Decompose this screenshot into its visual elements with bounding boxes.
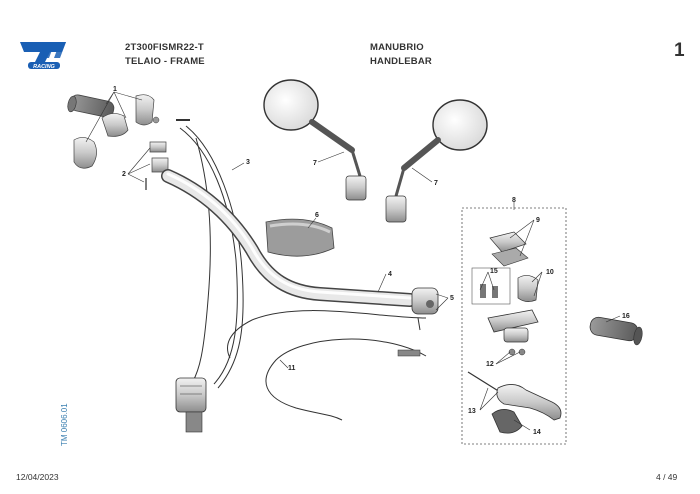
callout-16: 16 [622, 313, 630, 320]
brand-logo: RACING [14, 38, 68, 72]
throttle-cables [176, 119, 244, 389]
throttle-grip-assembly [67, 94, 160, 169]
callout-11: 11 [288, 365, 296, 372]
callout-6: 6 [315, 212, 319, 219]
section-title-en: HANDLEBAR [370, 56, 432, 67]
clutch-lever [467, 371, 562, 434]
cable-connector [175, 377, 207, 433]
callout-10: 10 [546, 269, 554, 276]
callout-7-right: 7 [434, 180, 438, 187]
clutch-master-cylinder [471, 231, 539, 356]
footer-pagination: 4 / 49 [656, 472, 678, 482]
callout-7-left: 7 [313, 160, 317, 167]
clutch-cable [227, 310, 427, 421]
handlebar-clamps [145, 141, 169, 190]
callout-8: 8 [512, 197, 516, 204]
left-mirror [263, 79, 367, 201]
right-mirror [385, 99, 488, 223]
callout-1: 1 [113, 86, 117, 93]
callout-12: 12 [486, 361, 494, 368]
callout-4: 4 [388, 271, 392, 278]
handlebar-pad [265, 218, 335, 257]
section-title-it: MANUBRIO [370, 42, 424, 53]
callout-13: 13 [468, 408, 476, 415]
page-number: 1 [674, 40, 685, 61]
callout-leader-lines [85, 91, 621, 431]
handlebar-tube [161, 169, 417, 307]
callout-14: 14 [533, 429, 541, 436]
logo-subtext: RACING [33, 64, 55, 70]
engine-stop-switch [411, 287, 439, 331]
footer-date: 12/04/2023 [16, 472, 59, 482]
model-code: 2T300FISMR22-T [125, 42, 204, 53]
clutch-side-grip [589, 316, 643, 346]
callout-3: 3 [246, 159, 250, 166]
callout-15: 15 [490, 268, 498, 275]
callout-9: 9 [536, 217, 540, 224]
callout-2: 2 [122, 171, 126, 178]
section-frame-label: TELAIO - FRAME [125, 56, 205, 67]
callout-5: 5 [450, 295, 454, 302]
callout-labels: 1 2 3 4 5 6 7 7 8 9 10 11 12 13 14 15 16 [113, 86, 630, 436]
